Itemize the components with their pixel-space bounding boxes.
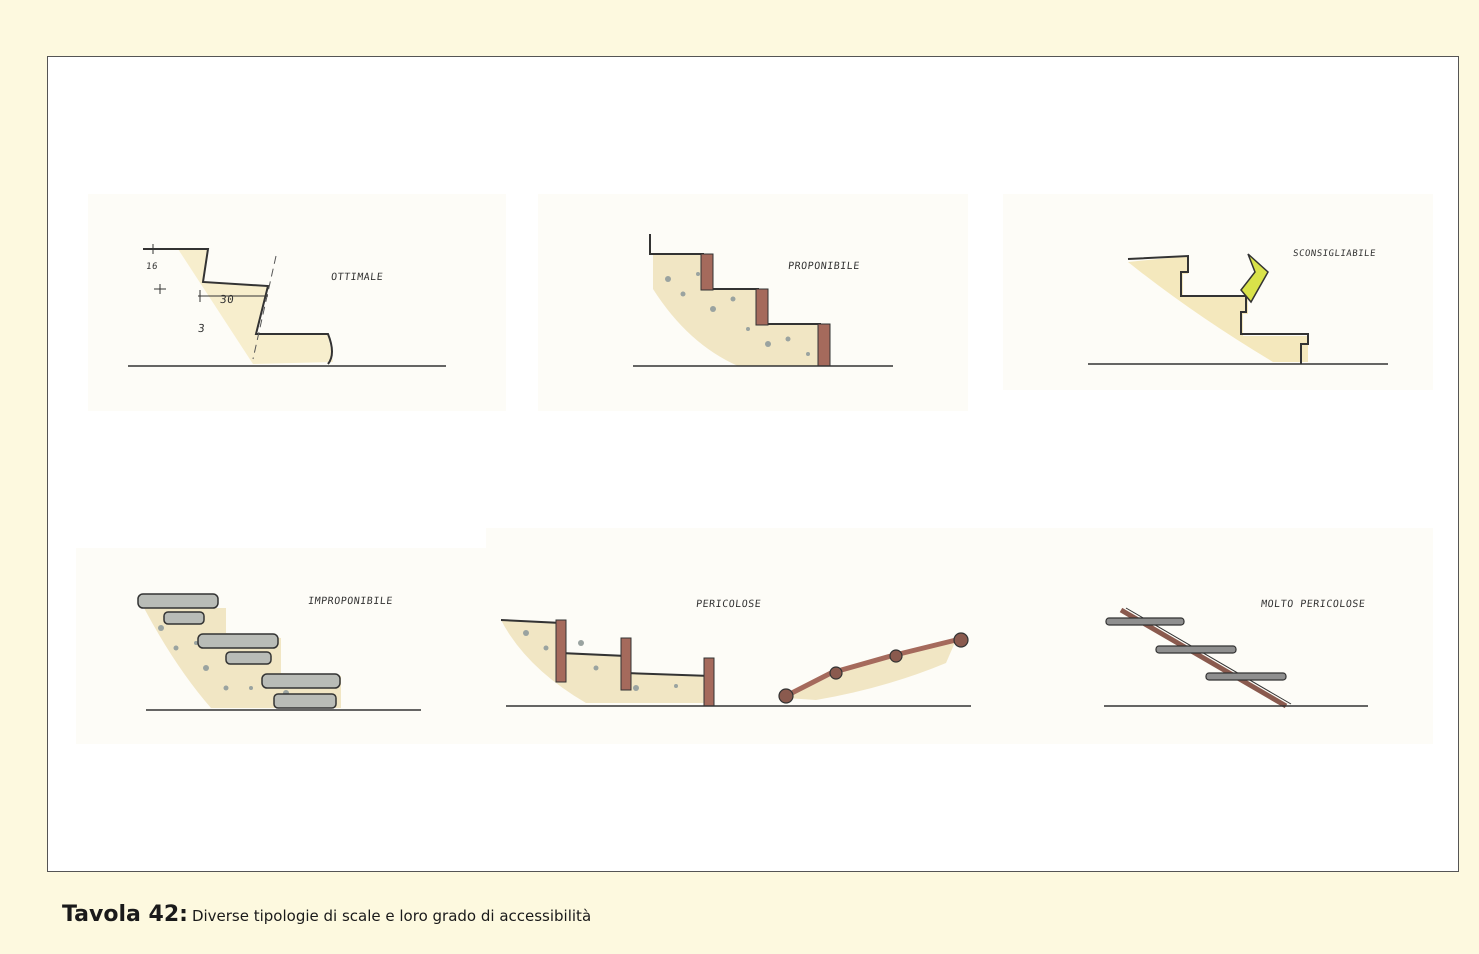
label-sconsigliabile: SCONSIGLIABILE xyxy=(1292,249,1377,259)
panel-sconsigliabile: SCONSIGLIABILE xyxy=(1003,194,1433,390)
label-pericolose: PERICOLOSE xyxy=(695,599,762,610)
improponibile-stair-drawing xyxy=(137,593,421,711)
panel-ottimale: 16 30 3 OTTIMALE xyxy=(88,194,506,411)
caption-number: Tavola 42: xyxy=(62,902,188,927)
label-molto-pericolose: MOLTO PERICOLOSE xyxy=(1260,599,1366,610)
label-improponibile: IMPROPONIBILE xyxy=(307,596,394,607)
panel-molto-pericolose: MOLTO PERICOLOSE xyxy=(996,528,1433,744)
dimension-tread: 30 xyxy=(219,293,235,306)
dimension-slope: 3 xyxy=(197,322,206,335)
panel-improponibile: IMPROPONIBILE xyxy=(76,548,486,744)
molto-pericolose-ladder-drawing xyxy=(1104,607,1368,709)
pericolose-stair-drawing xyxy=(500,619,971,707)
panel-pericolose: PERICOLOSE xyxy=(486,528,996,744)
figure-caption: Tavola 42:Diverse tipologie di scale e l… xyxy=(62,902,591,927)
figure-frame: 16 30 3 OTTIMALE PROPONIBILE xyxy=(47,56,1459,872)
proponibile-stair-drawing xyxy=(633,234,893,367)
caption-text: Diverse tipologie di scale e loro grado … xyxy=(191,907,592,925)
dimension-riser: 16 xyxy=(145,262,159,272)
sconsigliabile-stair-drawing xyxy=(1088,253,1388,365)
label-ottimale: OTTIMALE xyxy=(330,272,384,283)
panel-proponibile: PROPONIBILE xyxy=(538,194,968,411)
optimal-stair-drawing xyxy=(128,244,446,367)
label-proponibile: PROPONIBILE xyxy=(787,261,861,272)
